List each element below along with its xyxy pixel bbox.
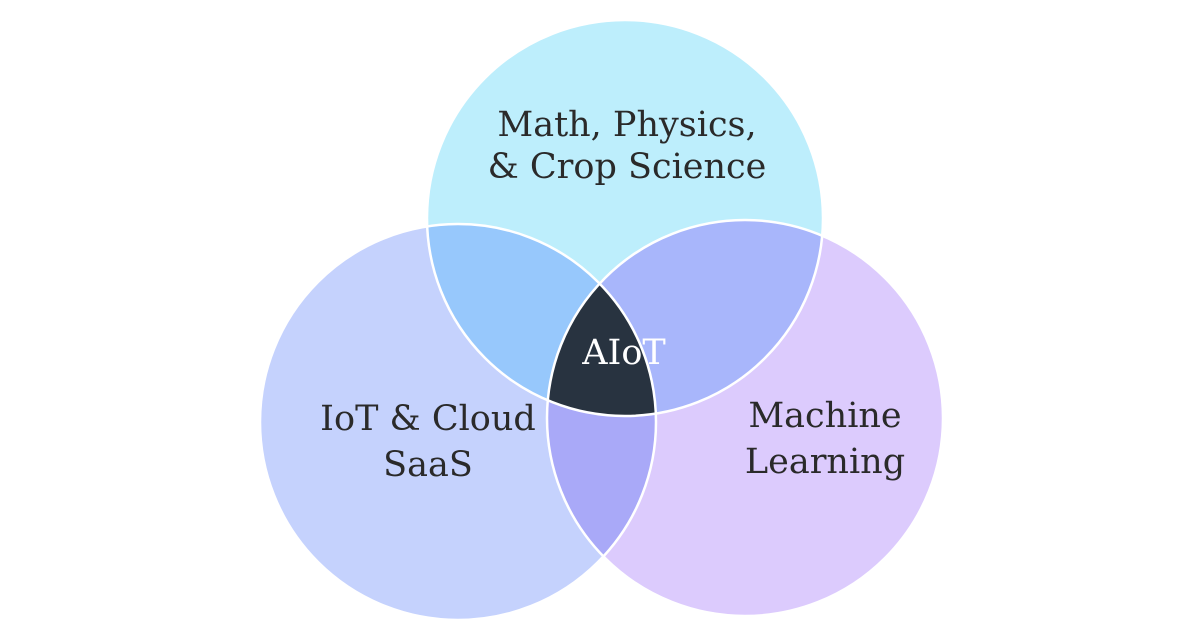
label-right-line-2: Learning (745, 442, 905, 482)
label-left: IoT & Cloud SaaS (320, 399, 536, 485)
label-top: Math, Physics, & Crop Science (488, 105, 767, 187)
label-left-line-1: IoT & Cloud (320, 399, 536, 439)
label-right: Machine Learning (745, 396, 905, 482)
label-left-line-2: SaaS (383, 445, 473, 485)
circle-top-outline (425, 18, 825, 418)
label-right-line-1: Machine (748, 396, 901, 436)
label-top-line-1: Math, Physics, (497, 105, 756, 145)
overlap-top-right (547, 220, 823, 416)
circle-left-outline (258, 222, 658, 622)
circle-right-outline (545, 218, 945, 618)
overlap-top-left (427, 224, 656, 416)
label-top-line-2: & Crop Science (488, 147, 767, 187)
label-center: AIoT (581, 333, 666, 373)
